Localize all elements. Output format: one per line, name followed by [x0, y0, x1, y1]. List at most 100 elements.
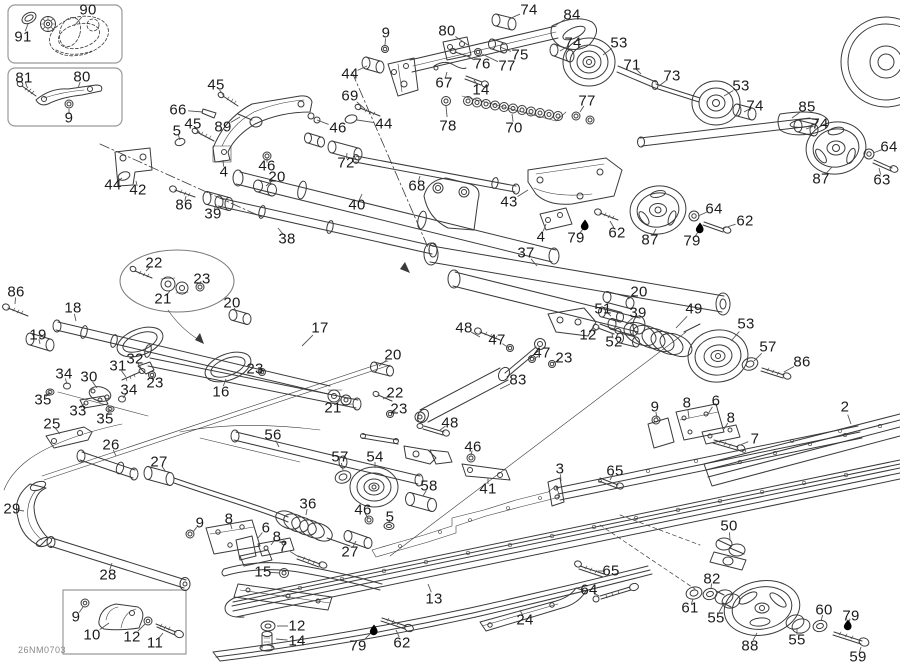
part-number-label: 82 [703, 570, 721, 588]
part-number-label: 10 [83, 626, 101, 644]
leader-line [378, 359, 387, 367]
leader-line [730, 331, 740, 342]
part-number-label: 14 [472, 81, 490, 99]
leader-line [346, 152, 348, 159]
leader-line [464, 54, 475, 61]
leader-line [395, 629, 400, 638]
part-number-label: 45 [184, 115, 202, 133]
part-number-label: 83 [509, 371, 527, 389]
part-number-label: 46 [329, 119, 347, 137]
part-number-label: 69 [341, 87, 359, 105]
part-number-label: 78 [439, 117, 457, 135]
part-number-label: 22 [386, 384, 404, 402]
leader-line [358, 193, 363, 201]
inset-track-detail [7, 4, 123, 64]
part-number-label: 88 [741, 637, 759, 655]
part-number-label: 71 [623, 56, 641, 74]
leader-line [14, 297, 16, 305]
leader-line [222, 159, 224, 167]
part-number-label: 12 [579, 326, 597, 344]
part-number-label: 55 [788, 631, 806, 649]
leader-line [444, 71, 448, 79]
leader-line [275, 440, 280, 448]
leader-line [99, 622, 110, 630]
part-number-label: 52 [605, 333, 623, 351]
part-number-label: 34 [55, 365, 73, 383]
leader-line [739, 441, 749, 446]
upper-rear-shock [179, 425, 424, 487]
leader-line [470, 450, 473, 456]
leader-line [177, 134, 181, 141]
leader-line [694, 231, 699, 238]
leader-line [229, 523, 233, 530]
part-number-label: 49 [685, 300, 703, 318]
part-number-label: 42 [129, 181, 147, 199]
leader-line [511, 113, 514, 122]
leader-line [609, 474, 614, 481]
leader-line [106, 408, 111, 415]
part-number-label: 48 [455, 319, 473, 337]
leader-line [658, 80, 667, 87]
leader-line [473, 79, 479, 86]
leader-line [417, 175, 421, 182]
leader-line [137, 623, 146, 632]
leader-line [560, 474, 562, 482]
part-number-label: 74 [811, 115, 829, 133]
part-number-label: 29 [3, 500, 21, 518]
middle-shafts [169, 154, 560, 265]
leader-line [783, 366, 795, 373]
part-number-label: 63 [873, 171, 891, 189]
leader-line [316, 119, 329, 125]
leader-line [530, 258, 538, 267]
leader-line [652, 228, 657, 236]
leader-line [805, 125, 814, 130]
part-number-label: 84 [563, 6, 581, 24]
leader-line [233, 307, 238, 315]
part-number-label: 79 [349, 637, 367, 655]
leader-line [847, 414, 852, 425]
part-number-label: 47 [488, 331, 506, 349]
leader-line [609, 220, 615, 228]
leader-line [858, 646, 862, 653]
part-number-label: 44 [341, 65, 359, 83]
part-number-label: 86 [175, 196, 193, 214]
part-number-label: 20 [630, 283, 648, 301]
leader-line [305, 508, 308, 516]
part-number-label: 12 [123, 628, 141, 646]
leader-line [195, 127, 201, 134]
part-number-label: 5 [172, 122, 182, 140]
leader-line [78, 606, 84, 613]
part-number-label: 85 [798, 98, 816, 116]
center-idler-wheel [334, 466, 399, 508]
front-links-rocker [16, 449, 351, 591]
leader-line [161, 466, 167, 473]
part-number-label: 62 [393, 634, 411, 652]
rear-idler-wheel-cluster [685, 580, 870, 647]
leader-line [336, 398, 342, 405]
leader-line [820, 614, 824, 622]
part-number-label: 76 [473, 55, 491, 73]
leader-line [481, 53, 499, 63]
leader-line [364, 513, 369, 519]
leader-line [578, 228, 584, 235]
part-number-label: 62 [736, 212, 754, 230]
part-number-label: 38 [278, 230, 296, 248]
leader-line [627, 294, 635, 300]
leader-line [265, 180, 273, 187]
leader-line [352, 540, 357, 548]
leader-line [384, 38, 386, 46]
part-number-label: 45 [207, 76, 225, 94]
part-number-label: 74 [564, 34, 582, 52]
part-number-label: 61 [681, 599, 699, 617]
grease-icon [843, 619, 852, 631]
part-number-label: 64 [880, 138, 898, 156]
leader-line [187, 110, 204, 113]
leader-line [116, 177, 123, 183]
leader-line [555, 19, 566, 26]
leader-line [508, 13, 521, 20]
part-number-label: 47 [533, 344, 551, 362]
rear-axle-wheels [562, 16, 900, 235]
leader-line [73, 313, 77, 322]
